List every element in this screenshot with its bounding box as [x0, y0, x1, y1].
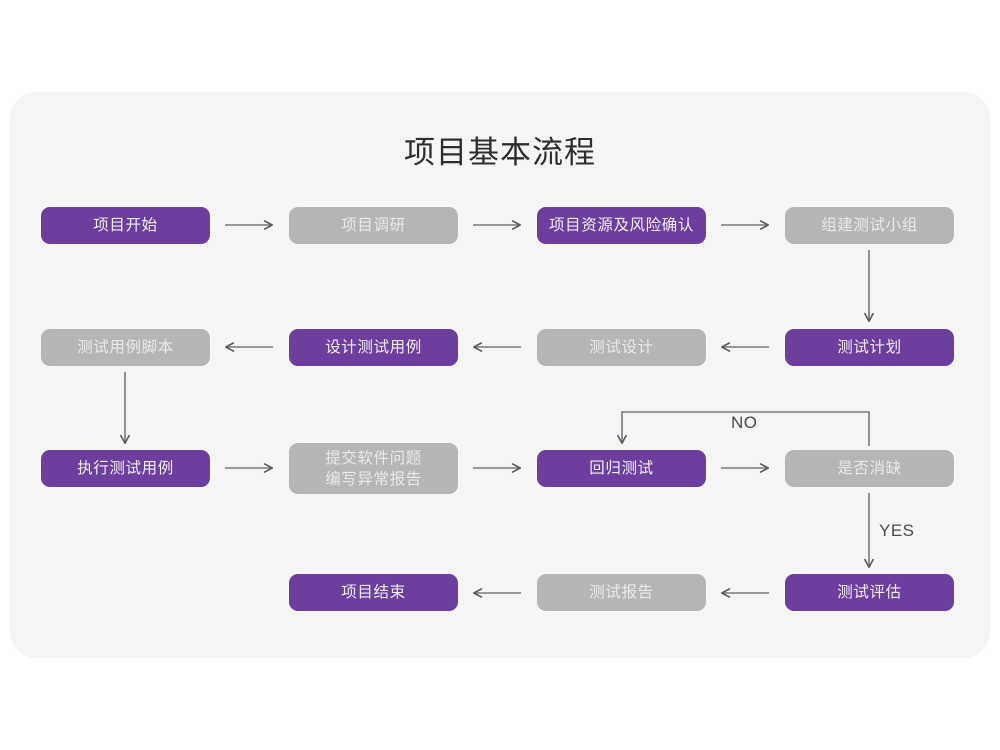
edge-label-no: NO: [731, 413, 758, 432]
node-submit-issue-report[interactable]: 提交软件问题 编写异常报告: [289, 443, 458, 494]
node-test-design[interactable]: 测试设计: [537, 329, 706, 366]
node-project-start[interactable]: 项目开始: [41, 207, 210, 244]
node-test-case-script[interactable]: 测试用例脚本: [41, 329, 210, 366]
node-test-report[interactable]: 测试报告: [537, 574, 706, 611]
node-defect-cleared-decision[interactable]: 是否消缺: [785, 450, 954, 487]
diagram-panel: [10, 92, 990, 658]
node-resource-risk-confirm[interactable]: 项目资源及风险确认: [537, 207, 706, 244]
node-project-end[interactable]: 项目结束: [289, 574, 458, 611]
node-execute-test-cases[interactable]: 执行测试用例: [41, 450, 210, 487]
node-form-test-team[interactable]: 组建测试小组: [785, 207, 954, 244]
node-test-evaluation[interactable]: 测试评估: [785, 574, 954, 611]
page-title: 项目基本流程: [404, 135, 596, 170]
edge-label-yes: YES: [879, 521, 915, 540]
node-regression-test[interactable]: 回归测试: [537, 450, 706, 487]
node-design-test-cases[interactable]: 设计测试用例: [289, 329, 458, 366]
node-project-research[interactable]: 项目调研: [289, 207, 458, 244]
node-test-plan[interactable]: 测试计划: [785, 329, 954, 366]
